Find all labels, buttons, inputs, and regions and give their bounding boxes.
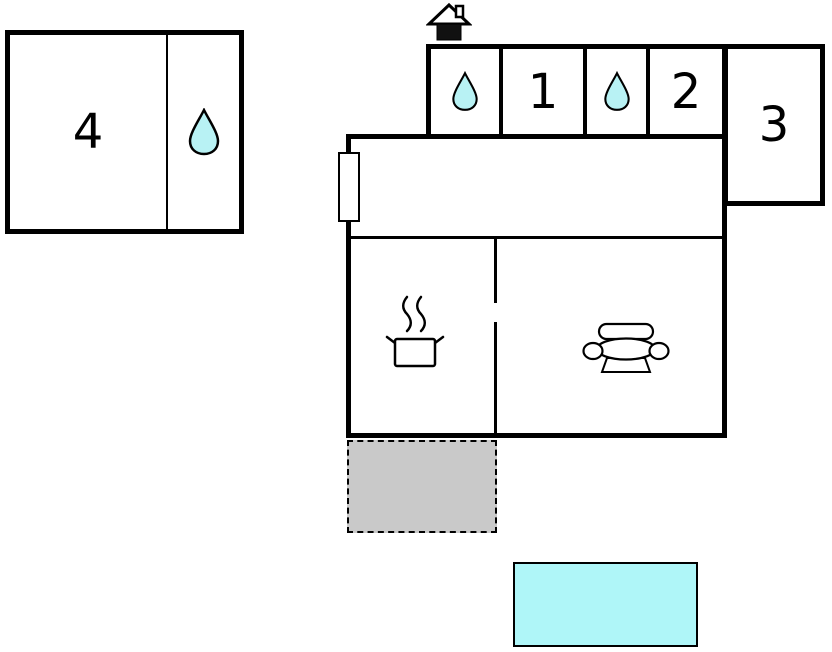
pool xyxy=(513,562,698,647)
annex-bathroom xyxy=(168,35,239,229)
water-drop-icon xyxy=(452,71,478,111)
annex-building: 4 xyxy=(5,30,244,234)
room-2: 2 xyxy=(646,49,722,134)
bathroom-2 xyxy=(583,49,646,134)
cooking-pot-icon xyxy=(385,295,445,368)
top-rooms-strip: 1 2 xyxy=(426,44,727,139)
window-marker xyxy=(338,152,360,222)
hallway-divider-wall xyxy=(351,236,722,239)
room-3: 3 xyxy=(723,44,825,206)
room-2-label: 2 xyxy=(670,63,702,120)
room-1: 1 xyxy=(499,49,583,134)
main-building xyxy=(346,134,727,438)
room-3-label: 3 xyxy=(758,97,790,153)
bathroom-1 xyxy=(431,49,499,134)
entrance-icon xyxy=(426,2,472,41)
water-drop-icon xyxy=(188,108,219,156)
room-4-label: 4 xyxy=(72,104,104,160)
kitchen-living-divider-upper xyxy=(494,239,497,303)
terrace xyxy=(347,440,497,533)
room-1-label: 1 xyxy=(527,63,559,120)
water-drop-icon xyxy=(603,71,630,111)
kitchen-living-divider-lower xyxy=(494,322,497,433)
sofa-icon xyxy=(582,322,670,373)
room-4: 4 xyxy=(10,35,168,229)
